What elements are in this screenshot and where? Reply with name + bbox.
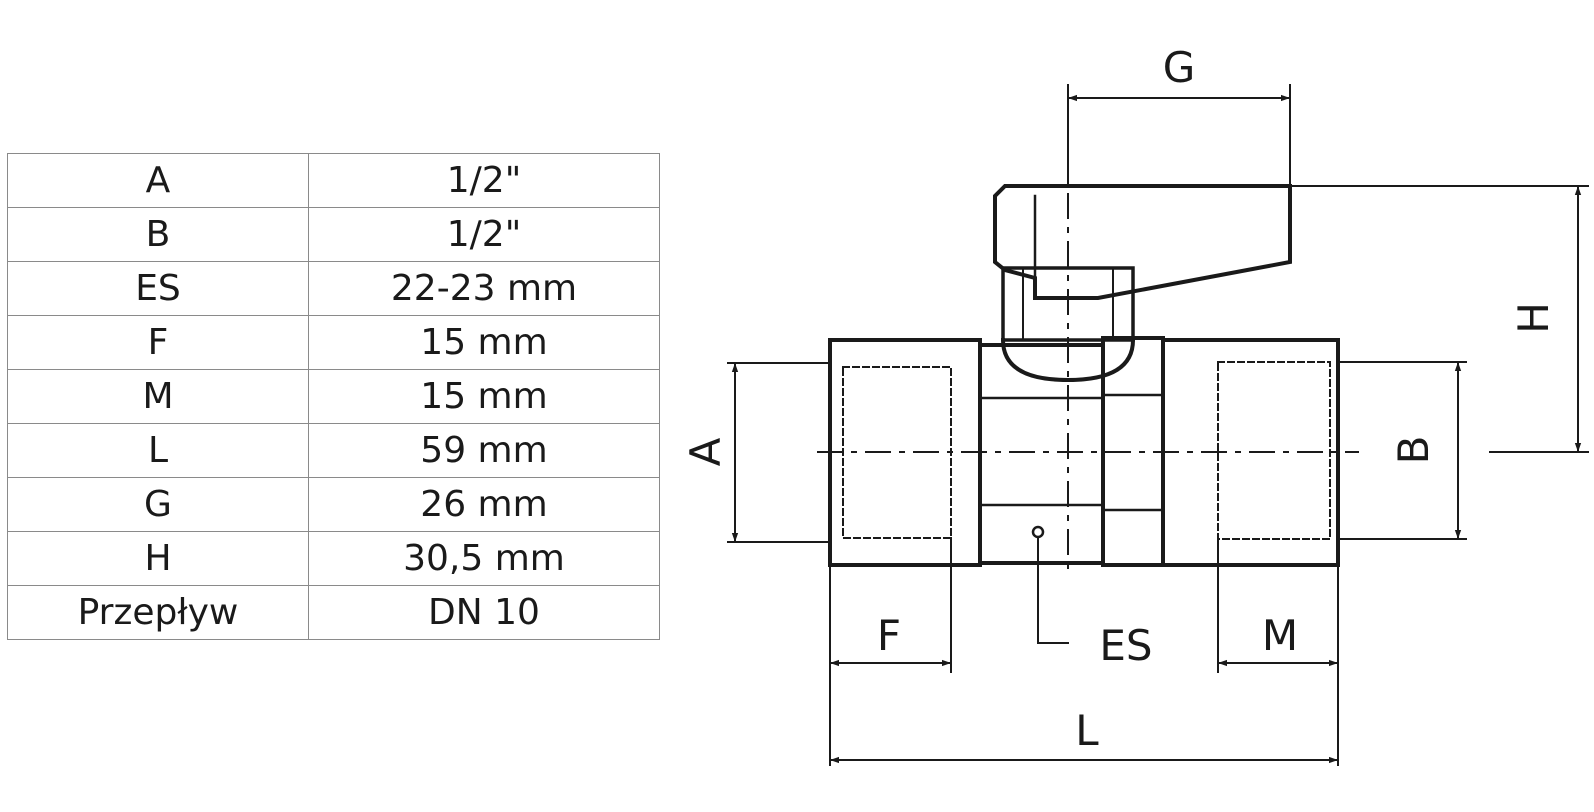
label-l: L [1075,706,1099,755]
centerlines [817,97,1359,579]
dimension-g [1067,84,1291,187]
spec-value: 1/2" [308,153,660,208]
dimension-b [1337,361,1467,540]
label-f: F [877,611,901,660]
label-es: ES [1099,621,1152,670]
es-port [1031,525,1069,644]
label-h: H [1509,302,1558,334]
spec-value: 59 mm [308,423,660,478]
spec-key: M [7,369,309,424]
label-m: M [1262,611,1298,660]
label-g: G [1163,43,1196,92]
spec-value: 15 mm [308,369,660,424]
spec-value: 15 mm [308,315,660,370]
dimension-a [727,362,831,543]
spec-key: B [7,207,309,262]
spec-key: Przepływ [7,585,309,640]
dimension-h [1289,185,1589,453]
spec-value: 26 mm [308,477,660,532]
spec-key: A [7,153,309,208]
dimension-f [829,537,952,766]
spec-value: 22-23 mm [308,261,660,316]
spec-key: L [7,423,309,478]
dimension-m [1217,538,1339,766]
label-a: A [681,437,730,466]
handle [993,184,1292,300]
spec-key: G [7,477,309,532]
spec-key: H [7,531,309,586]
spec-value: DN 10 [308,585,660,640]
label-b: B [1389,436,1438,465]
